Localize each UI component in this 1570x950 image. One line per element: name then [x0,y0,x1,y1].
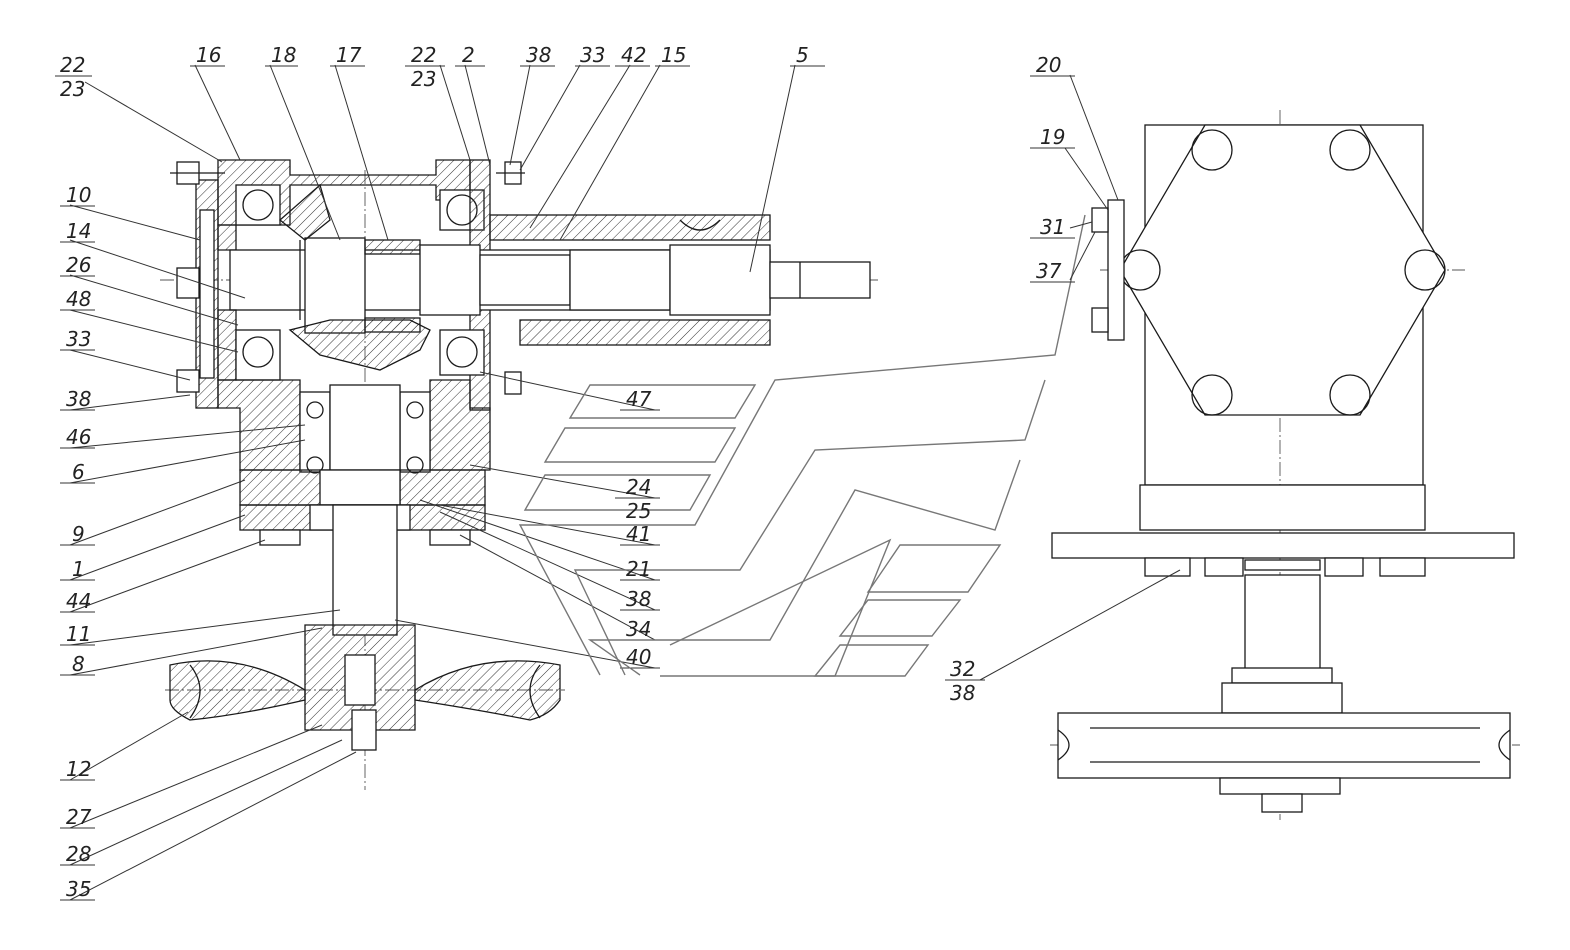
label-21: 21 [626,557,651,581]
label-33-top: 33 [580,43,605,67]
label-10: 10 [66,183,91,207]
label-16: 16 [196,43,221,67]
label-37: 37 [1036,259,1062,283]
hex-cover [1119,124,1446,416]
overlay-shapes [518,214,1086,677]
section-view [160,159,880,790]
label-22-left: 22 [60,53,85,77]
label-47: 47 [626,387,652,411]
label-20: 20 [1036,53,1061,77]
label-38-mid: 38 [626,587,651,611]
labels-left: 22 23 16 18 17 22 23 2 38 33 42 15 5 10 … [60,43,809,901]
label-26: 26 [66,253,91,277]
label-44: 44 [66,589,91,613]
label-8: 8 [72,652,85,676]
label-underlines-left [55,65,825,901]
label-24: 24 [626,475,651,499]
leaders-left [69,64,796,901]
label-32: 32 [950,657,975,681]
pulley [169,660,306,721]
label-15: 15 [661,43,686,67]
label-41: 41 [626,522,651,546]
mount-plate [1051,532,1515,559]
label-40: 40 [626,645,651,669]
label-27: 27 [66,805,92,829]
label-2: 2 [462,43,475,67]
label-33-left: 33 [66,327,91,351]
label-28: 28 [66,842,91,866]
label-11: 11 [66,622,91,646]
label-25: 25 [626,499,651,523]
label-46: 46 [66,425,91,449]
output-shaft [332,504,398,636]
label-31: 31 [1040,215,1065,239]
label-22-top: 22 [411,43,436,67]
label-14: 14 [66,219,91,243]
label-6: 6 [72,460,85,484]
label-23-left: 23 [60,77,85,101]
label-12: 12 [66,757,91,781]
label-5: 5 [796,43,809,67]
pulley-side [1057,712,1511,779]
label-1: 1 [72,557,85,581]
label-17: 17 [336,43,362,67]
bevel-gear-upper [278,183,331,241]
label-35: 35 [66,877,91,901]
labels-right: 20 19 31 37 32 38 [950,53,1065,705]
leaders-right [945,74,1181,681]
label-38-right: 38 [950,681,975,705]
housing-lower [217,379,301,471]
external-view [1050,110,1520,820]
label-38-left: 38 [66,387,91,411]
bevel-gear-lower [288,319,431,371]
label-19: 19 [1040,125,1065,149]
label-23-top: 23 [411,67,436,91]
label-42: 42 [621,43,646,67]
label-34: 34 [626,617,651,641]
label-9: 9 [72,522,85,546]
label-38-top: 38 [526,43,551,67]
label-48: 48 [66,287,91,311]
label-18: 18 [271,43,296,67]
